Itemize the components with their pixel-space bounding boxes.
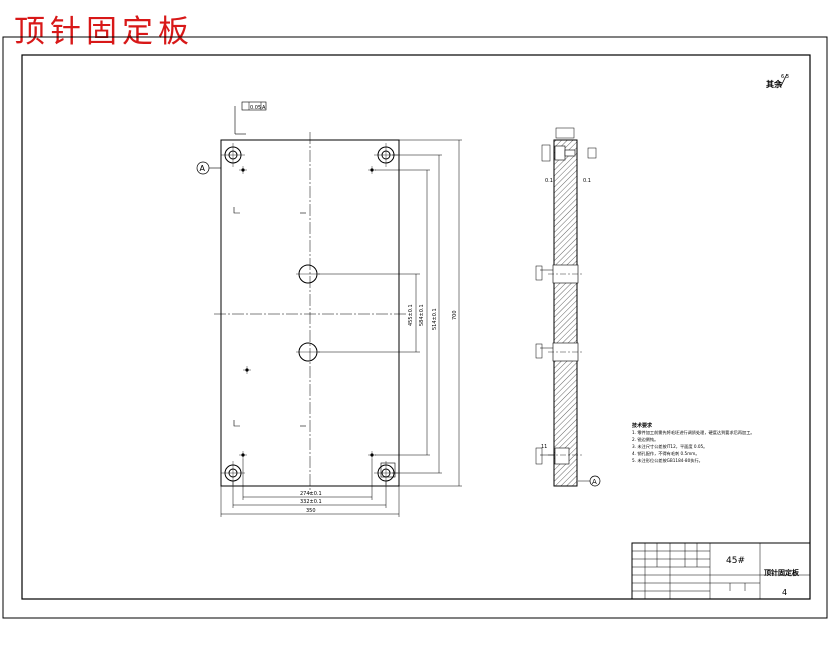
svg-text:0.1: 0.1 — [545, 178, 553, 184]
tolerance-frame-top: 0.05 A — [234, 101, 267, 135]
dim-vert-3: 514±0.1 — [432, 308, 438, 330]
plan-view: A 0.05 A 455±0.1 584±0.1 — [196, 101, 462, 517]
svg-text:A: A — [200, 164, 206, 173]
tech-req-item: 5. 未注形位公差按GB1184-80执行。 — [632, 457, 703, 464]
dim-vert-2: 584±0.1 — [419, 304, 425, 326]
roughness-symbol: 其余 6.3 — [766, 73, 789, 89]
svg-text:0.1: 0.1 — [583, 178, 591, 184]
inner-border — [21, 54, 811, 600]
svg-text:A: A — [262, 105, 266, 111]
pin-hole-1 — [239, 166, 247, 174]
material-label: 45# — [726, 556, 745, 566]
svg-text:11: 11 — [541, 444, 547, 450]
dim-vert-1: 455±0.1 — [408, 304, 414, 326]
sheet-number: 4 — [782, 588, 787, 597]
tech-req-item: 3. 未注尺寸公差按IT12，平面度 0.05。 — [632, 443, 707, 450]
section-outline — [553, 139, 578, 487]
svg-text:0.05: 0.05 — [250, 105, 261, 111]
horizontal-dimensions — [220, 459, 400, 517]
center-hole-upper — [296, 264, 320, 284]
part-name: 顶针固定板 — [764, 568, 800, 577]
tech-req-item: 2. 锐边倒钝。 — [632, 436, 658, 443]
dim-vert-4: 700 — [452, 310, 458, 320]
pin-hole-5 — [368, 451, 376, 459]
pin-hole-3 — [243, 366, 251, 374]
dim-horiz-mid: 332±0.1 — [300, 499, 322, 505]
section-view: 0.1 0.1 11 A — [535, 127, 601, 487]
tech-req-item: 4. 销孔配作，不得有毛刺 0.5mm。 — [632, 450, 700, 457]
dim-horiz-inner: 274±0.1 — [300, 491, 322, 497]
drawing-title: 顶针固定板 — [14, 14, 194, 50]
tech-requirements: 技术要求 1. 零件加工前需先将毛坯进行调质处理，硬度达到要求后再加工。 2. … — [632, 422, 755, 464]
title-block: 45# 顶针固定板 4 — [631, 542, 811, 600]
svg-text:技术要求: 技术要求 — [632, 422, 653, 429]
datum-a-right-bubble — [589, 475, 601, 487]
dim-horiz-outer: 350 — [306, 508, 316, 514]
pin-hole-4 — [239, 451, 247, 459]
outer-border — [2, 36, 828, 619]
svg-text:A: A — [592, 478, 597, 486]
corner-hole-tl — [221, 143, 245, 167]
svg-text:6.3: 6.3 — [781, 74, 789, 80]
center-hole-lower — [296, 342, 320, 362]
vertical-dimensions — [318, 139, 462, 487]
tech-req-item: 1. 零件加工前需先将毛坯进行调质处理，硬度达到要求后再加工。 — [632, 429, 755, 436]
pin-hole-2 — [368, 166, 376, 174]
svg-text:其余: 其余 — [766, 79, 783, 89]
